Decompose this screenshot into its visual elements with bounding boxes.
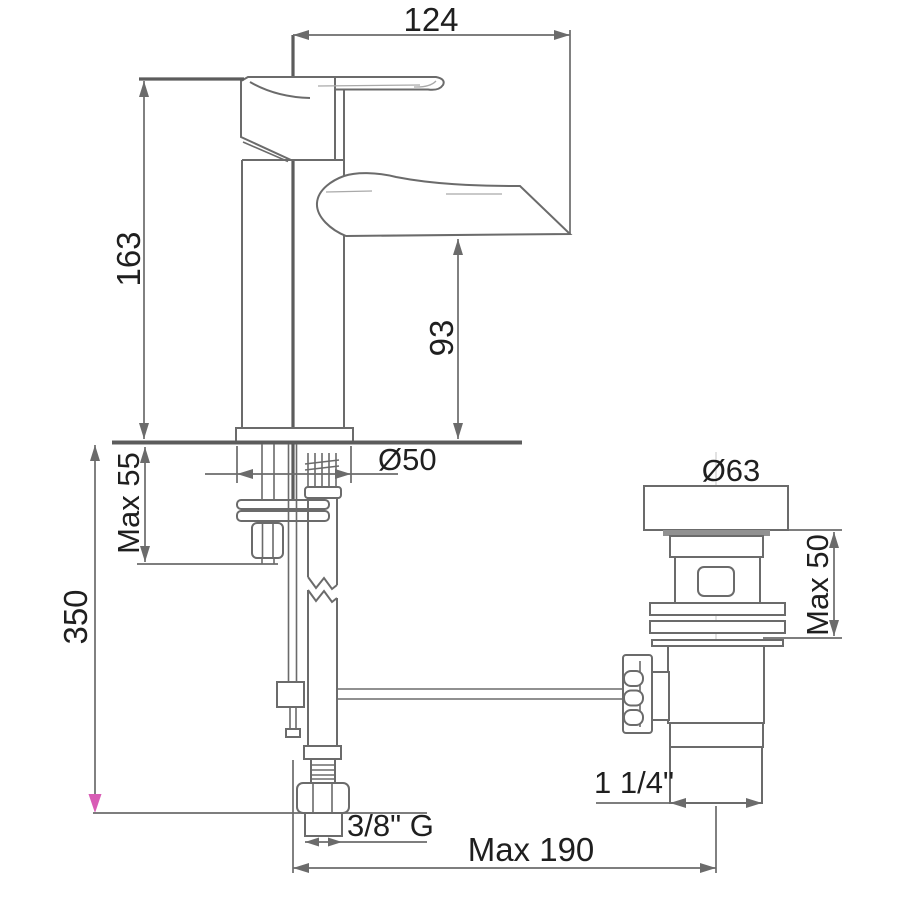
dim-spout-height-label: 93 <box>423 320 460 357</box>
dim-tap-height-label: 163 <box>110 231 147 286</box>
knob-stub <box>651 671 670 721</box>
drain-assembly <box>622 452 789 804</box>
dim-supply-connection-label: 3/8" G <box>347 808 434 843</box>
drain-neck <box>669 535 764 558</box>
base-flange <box>235 427 354 443</box>
dimension-tap-height: 163 <box>110 77 244 439</box>
drain-washer-2 <box>649 620 786 634</box>
dim-base-diameter-label: Ø50 <box>378 442 437 477</box>
drain-overflow-window <box>697 566 735 597</box>
dim-max-reach-label: Max 190 <box>468 831 595 868</box>
washer-plate-2 <box>236 510 330 522</box>
dimension-waste-deck-max: Max 50 <box>763 529 842 639</box>
washer-plate-1 <box>236 499 330 510</box>
drain-knob <box>622 654 670 734</box>
handle-lever <box>334 76 445 91</box>
rod-clamp-block <box>276 681 305 708</box>
dim-spout-width-label: 124 <box>403 1 458 38</box>
knob-rib-3 <box>623 709 644 726</box>
threaded-shank <box>304 453 340 487</box>
hose-hex-nut <box>296 782 350 814</box>
handle-base-curve <box>249 81 311 99</box>
dim-hose-length-label: 350 <box>57 589 94 644</box>
handle-base-underside-line <box>242 141 289 163</box>
dimension-spout-height: 93 <box>423 239 463 439</box>
hose-break-upper <box>307 576 338 591</box>
drain-band <box>669 722 764 748</box>
dimension-spout-width: 124 <box>293 1 571 235</box>
dim-waste-deck-max-label: Max 50 <box>800 534 835 636</box>
drain-gasket <box>663 530 770 536</box>
dimension-supply-connection: 3/8" G <box>305 808 434 847</box>
pop-up-rod <box>287 444 298 682</box>
dimension-deck-thickness: Max 55 <box>111 447 278 565</box>
rod-end-cap <box>285 728 301 738</box>
dim-waste-flange-diameter-label: Ø63 <box>702 453 761 488</box>
dim-waste-pipe-size-label: 1 1/4" <box>594 765 674 800</box>
supply-hose <box>296 498 350 837</box>
hose-connector-end <box>304 812 343 837</box>
linkage-rod <box>338 688 628 700</box>
dimension-base-diameter: Ø50 <box>205 442 437 483</box>
hose-break-lower <box>307 589 338 604</box>
drain-flange <box>643 485 789 531</box>
lever-highlight-line <box>317 84 421 87</box>
hose-thread-lines <box>311 764 335 780</box>
fixing-nut <box>251 522 284 559</box>
knob-rib-1 <box>623 670 644 687</box>
drain-outlet-pipe <box>669 746 763 804</box>
dim-deck-thickness-label: Max 55 <box>111 452 146 554</box>
knob-rib-2 <box>623 689 644 707</box>
dimension-waste-pipe-size: 1 1/4" <box>594 765 762 808</box>
lever-tip-detail <box>413 80 437 88</box>
drain-lower-body <box>667 645 765 724</box>
dimension-max-reach: Max 190 <box>293 806 717 873</box>
pink-arrow <box>88 794 102 813</box>
shank-nut-plate <box>304 486 342 499</box>
dimension-hose-length: 350 <box>57 445 427 814</box>
drain-washer-1 <box>649 602 786 616</box>
mounting-hardware <box>236 444 342 564</box>
spout-detail-line-1 <box>325 190 373 193</box>
hose-collar <box>303 745 342 760</box>
spout <box>315 172 573 238</box>
